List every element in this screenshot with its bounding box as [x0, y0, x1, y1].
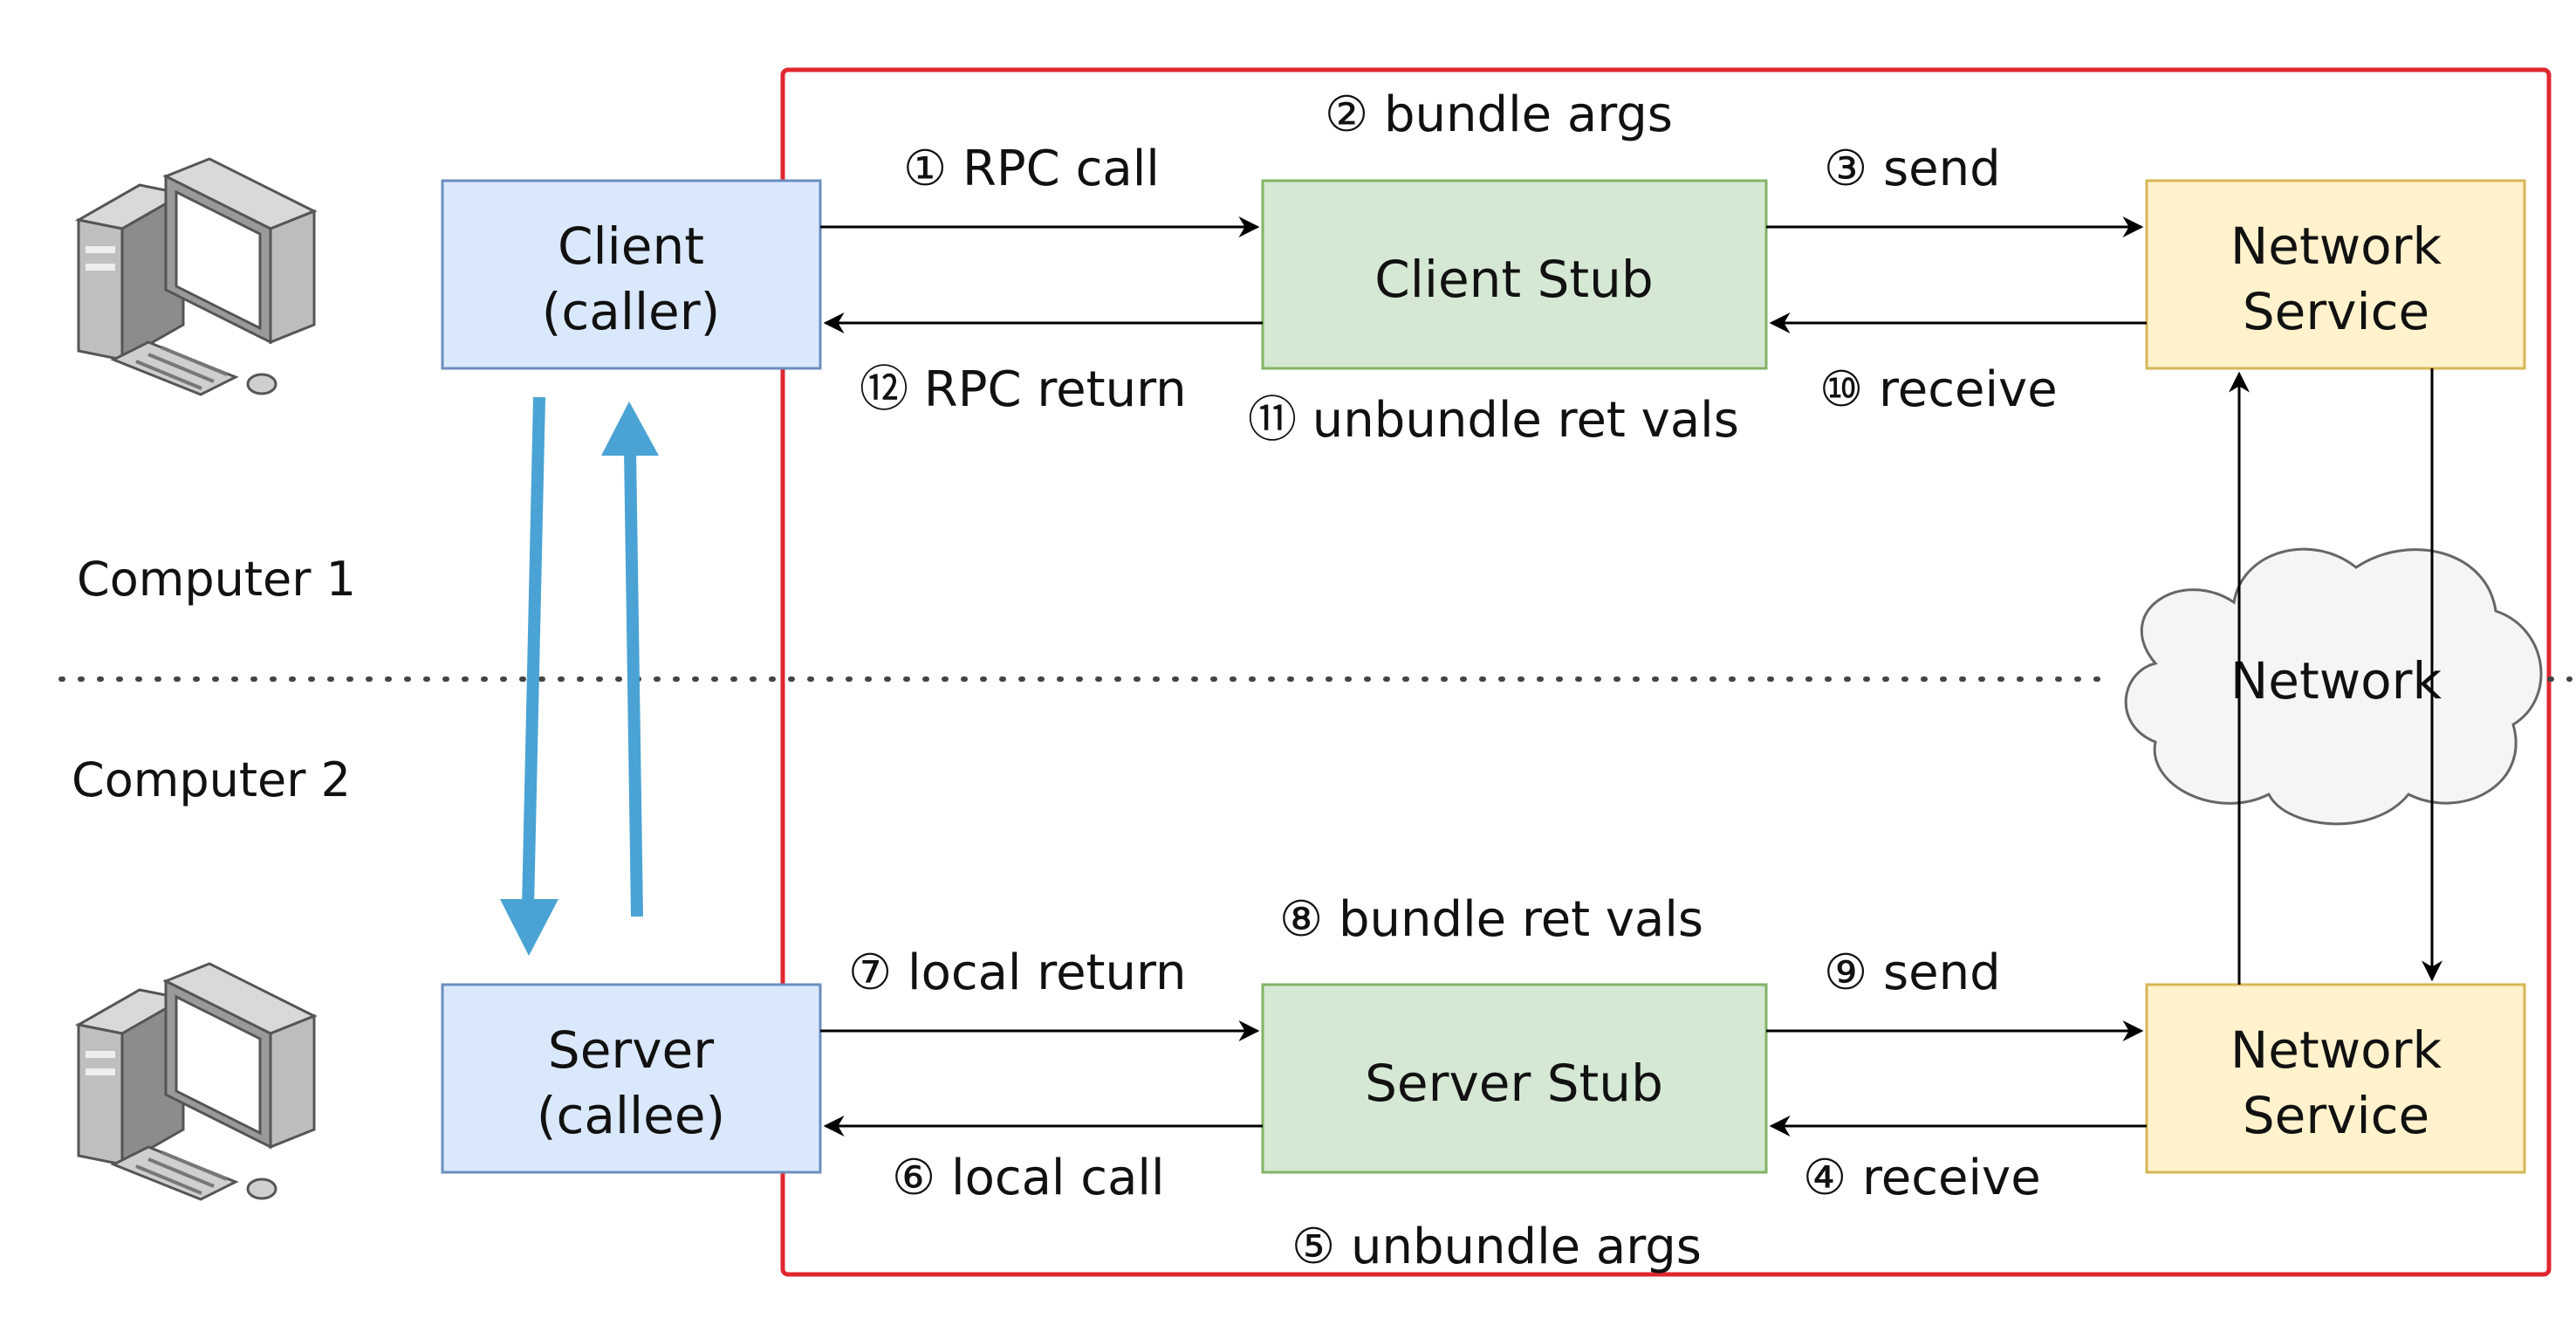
- step-11-label: ⑪ unbundle ret vals: [1248, 392, 1739, 449]
- server-box-subtitle: (callee): [537, 1086, 725, 1145]
- network-service-bottom-box: [2145, 983, 2526, 1174]
- client-box: [441, 179, 822, 370]
- network-cloud-shape: [2124, 547, 2543, 826]
- client-box-subtitle: (caller): [542, 282, 720, 341]
- step-10-label: ⑩ receive: [1819, 361, 2058, 418]
- server-stub-label: Server Stub: [1365, 1054, 1663, 1113]
- desktop-computer-icon: [77, 962, 316, 1201]
- network-service-top-line2: Service: [2243, 282, 2429, 341]
- step-7-label: ⑦ local return: [848, 944, 1187, 1001]
- step-6-label: ⑥ local call: [892, 1150, 1165, 1206]
- network-service-top-box: [2145, 179, 2526, 370]
- computer2-label: Computer 2: [72, 752, 351, 807]
- client-stub-box: [1261, 179, 1768, 370]
- network-service-bottom-line2: Service: [2243, 1086, 2429, 1145]
- step-5-label: ⑤ unbundle args: [1291, 1219, 1702, 1275]
- server-box-title: Server: [548, 1020, 714, 1080]
- computer1-label: Computer 1: [77, 552, 356, 607]
- desktop-computer-icon: [77, 157, 316, 396]
- server-stub-box: [1261, 983, 1768, 1174]
- step-8-label: ⑧ bundle ret vals: [1279, 891, 1703, 948]
- client-stub-label: Client Stub: [1374, 250, 1653, 309]
- network-service-top-line1: Network: [2230, 216, 2442, 276]
- step-12-label: ⑫ RPC return: [860, 361, 1187, 418]
- stub-boundary-frame: [780, 67, 2552, 1277]
- step-4-label: ④ receive: [1803, 1150, 2041, 1206]
- server-box: [441, 983, 822, 1174]
- client-box-title: Client: [558, 216, 704, 276]
- blue-flow-arrow-up: [601, 402, 659, 917]
- step-3-label: ③ send: [1824, 141, 2001, 197]
- step-1-label: ① RPC call: [903, 141, 1160, 197]
- step-9-label: ⑨ send: [1824, 944, 2001, 1001]
- network-service-bottom-line1: Network: [2230, 1020, 2442, 1080]
- network-cloud-label: Network: [2230, 651, 2442, 711]
- blue-flow-arrow-down: [500, 396, 558, 956]
- step-2-label: ② bundle args: [1325, 86, 1673, 143]
